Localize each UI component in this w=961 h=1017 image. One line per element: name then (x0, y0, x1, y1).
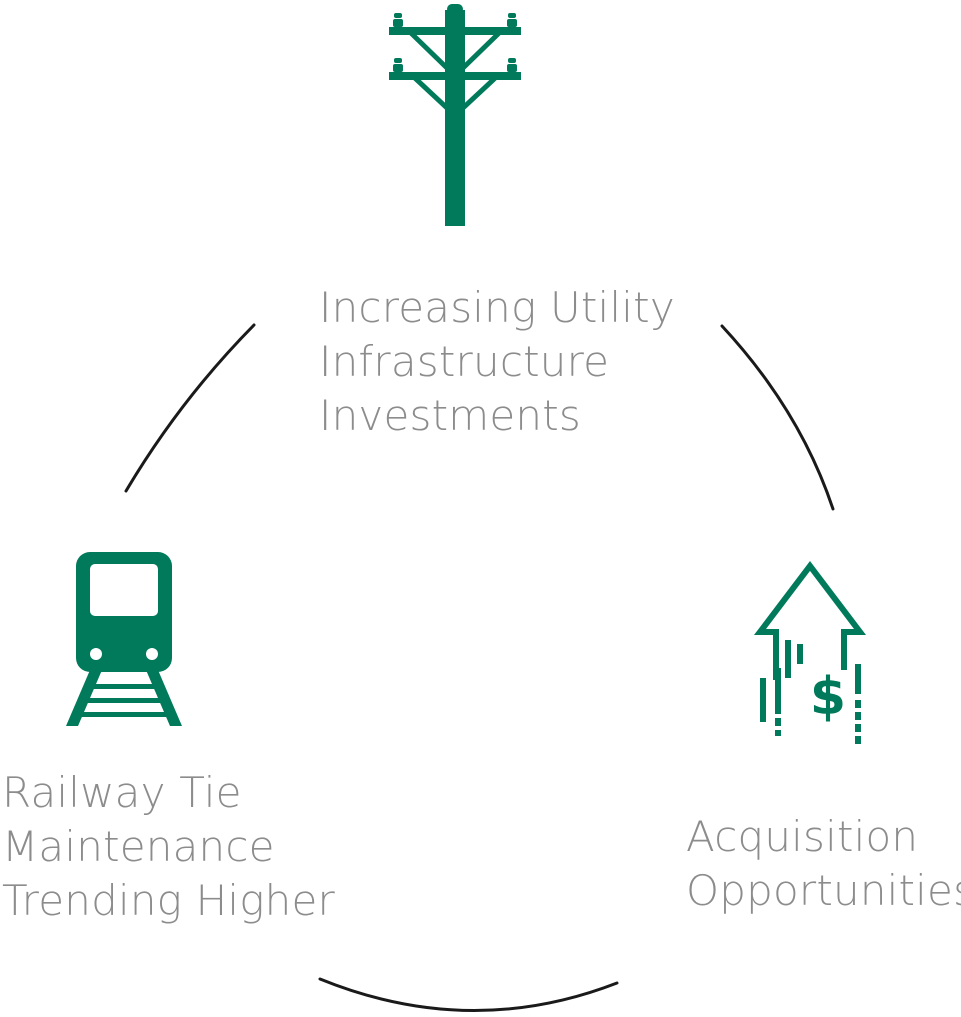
label-line: Railway Tie (2, 768, 242, 817)
label-line: Increasing Utility (319, 283, 675, 332)
utility-investments-label: Increasing Utility Infrastructure Invest… (319, 281, 675, 443)
label-line: Acquisition (686, 812, 919, 861)
label-line: Investments (319, 391, 581, 440)
label-line: Maintenance (2, 822, 275, 871)
acquisition-opportunities-label: Acquisition Opportunities (686, 810, 961, 918)
arc-top-left (124, 323, 256, 493)
label-line: Opportunities (686, 866, 961, 915)
railway-maintenance-label: Railway Tie Maintenance Trending Higher (2, 766, 335, 928)
train-on-tracks-icon (66, 552, 182, 726)
svg-text:$: $ (810, 667, 846, 727)
arc-top-right (720, 324, 835, 511)
arc-bottom (318, 977, 619, 1012)
label-line: Infrastructure (319, 337, 610, 386)
utility-pole-icon (389, 4, 521, 226)
dollar-up-arrow-icon: $ (753, 561, 867, 744)
label-line: Trending Higher (2, 876, 335, 925)
